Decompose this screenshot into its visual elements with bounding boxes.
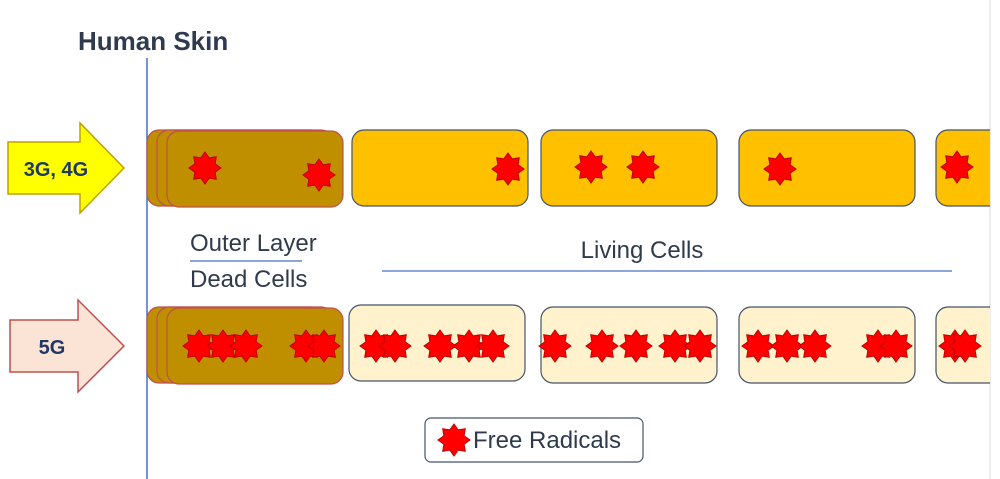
free-radical-icon [940,150,974,184]
free-radical-icon [188,151,222,185]
free-radical-icon [538,329,572,363]
free-radical-icon [423,329,457,363]
free-radical-icon [491,152,525,186]
arrow-5g: 5G [9,298,126,394]
free-radical-icon [437,423,471,457]
arrow-3g4g-shape [7,121,126,215]
legend: Free Radicals [424,417,644,463]
living-cells-label: Living Cells [581,237,704,264]
free-radical-icon [683,329,717,363]
free-radical-icon [585,329,619,363]
free-radical-icon [619,329,653,363]
arrow-5g-label: 5G [39,337,66,359]
dead-cells-row-3g4g [146,129,344,208]
living-cells-row-3g4g [351,129,990,207]
free-radical-icon [798,329,832,363]
diagram-title: Human Skin [78,26,228,56]
free-radical-icon [741,329,775,363]
free-radical-icon [948,329,982,363]
legend-label: Free Radicals [473,427,621,454]
free-radical-icon [626,150,660,184]
free-radical-icon [574,150,608,184]
living-cell [738,129,916,207]
free-radical-icon [302,158,336,192]
free-radical-icon [476,329,510,363]
living-cell [351,129,529,207]
free-radical-icon [763,152,797,186]
free-radical-icon [307,329,341,363]
arrow-3g4g: 3G, 4G [7,121,126,215]
outer-layer-label: Outer Layer [190,230,317,257]
free-radical-icon [229,329,263,363]
arrow-3g4g-label: 3G, 4G [24,159,88,181]
arrow-5g-shape [9,298,126,394]
dead-cells-label: Dead Cells [190,266,307,293]
dead-cell [166,130,344,208]
free-radical-icon [879,329,913,363]
legend-box [424,417,644,463]
free-radical-icon [378,329,412,363]
